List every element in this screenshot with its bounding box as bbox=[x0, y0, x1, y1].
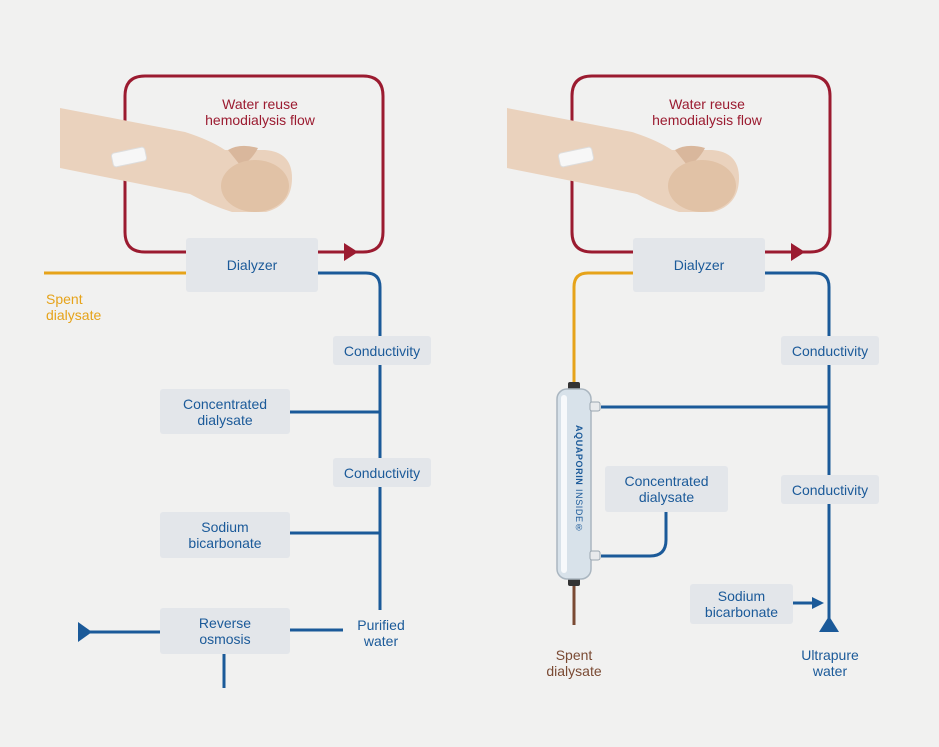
flow-title-right: Water reuse hemodialysis flow bbox=[652, 96, 762, 128]
ro-reject-arrow-left bbox=[78, 622, 92, 642]
conductivity-box-right-1: Conductivity bbox=[781, 336, 879, 365]
conductivity-box-left-1: Conductivity bbox=[333, 336, 431, 365]
filter-brand-text: AQUAPORIN bbox=[574, 425, 584, 486]
spent-dialysate-label-right: Spent dialysate bbox=[546, 647, 602, 679]
dialyzer-box-left: Dialyzer bbox=[186, 238, 318, 292]
purified-water-label: Purified water bbox=[357, 617, 405, 649]
dialyzer-box-right: Dialyzer bbox=[633, 238, 765, 292]
blood-loop-left bbox=[123, 74, 385, 254]
sodium-bicarbonate-box-left: Sodium bicarbonate bbox=[160, 512, 290, 558]
flow-title-left: Water reuse hemodialysis flow bbox=[205, 96, 315, 128]
aquaporin-filter-label: AQUAPORIN INSIDE® bbox=[571, 414, 587, 544]
ultrapure-arrow bbox=[819, 616, 839, 632]
water-line-left bbox=[318, 271, 382, 610]
spent-line-right bbox=[572, 271, 633, 384]
arm-illustration-right bbox=[507, 108, 739, 212]
reverse-osmosis-box-left: Reverse osmosis bbox=[160, 608, 290, 654]
concentrate-line-right bbox=[601, 508, 668, 558]
concentrated-dialysate-box-left: Concentrated dialysate bbox=[160, 389, 290, 434]
sodium-bicarbonate-box-right: Sodium bicarbonate bbox=[690, 584, 793, 624]
conductivity-box-left-2: Conductivity bbox=[333, 458, 431, 487]
arm-illustration-left bbox=[60, 108, 292, 212]
conductivity-box-right-2: Conductivity bbox=[781, 475, 879, 504]
blood-arrow-left bbox=[344, 243, 358, 261]
concentrated-dialysate-box-right: Concentrated dialysate bbox=[605, 466, 728, 512]
spent-dialysate-label-left: Spent dialysate bbox=[46, 291, 102, 323]
ultrapure-water-label: Ultrapure water bbox=[801, 647, 859, 679]
filter-sub-text: INSIDE® bbox=[574, 488, 584, 533]
blood-arrow-right bbox=[791, 243, 805, 261]
blood-loop-right bbox=[570, 74, 832, 254]
water-line-right bbox=[765, 271, 831, 625]
aquaporin-filter bbox=[556, 382, 601, 586]
bicarbonate-arrow-right bbox=[812, 597, 824, 609]
